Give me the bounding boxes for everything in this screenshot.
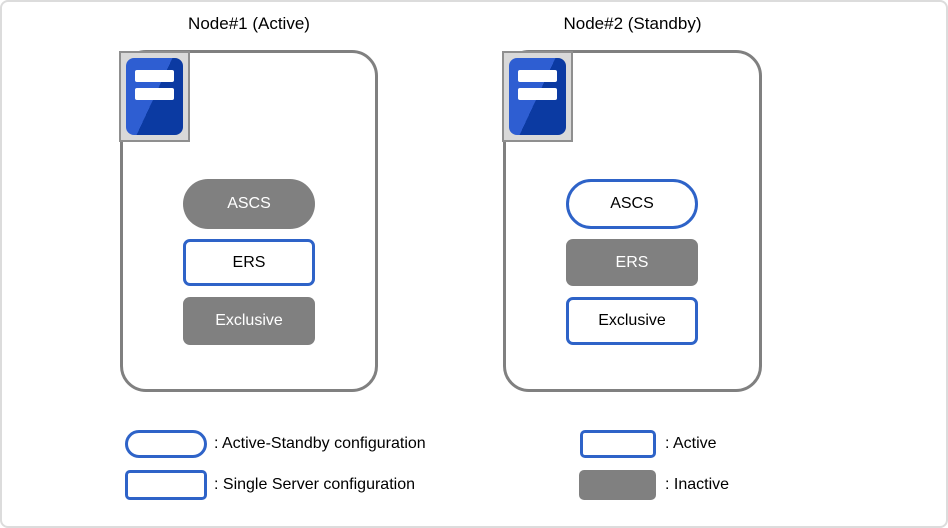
node2-component-exclusive: Exclusive — [566, 297, 698, 345]
legend-inactive-swatch — [579, 470, 656, 500]
legend-active-standby-shape — [125, 430, 207, 458]
server-slot-icon — [135, 70, 174, 82]
node1-component-ascs: ASCS — [183, 179, 315, 229]
node2-title: Node#2 (Standby) — [563, 14, 702, 33]
server-icon-body — [509, 58, 566, 135]
server-slot-icon — [518, 70, 557, 82]
server-icon-node1 — [119, 51, 190, 142]
node1-component-exclusive: Exclusive — [183, 297, 315, 345]
legend-active-label: : Active — [665, 435, 717, 452]
node1-title: Node#1 (Active) — [188, 14, 310, 33]
server-icon-node2 — [502, 51, 573, 142]
server-slot-icon — [135, 88, 174, 100]
node2-component-ers: ERS — [566, 239, 698, 286]
server-slot-icon — [518, 88, 557, 100]
legend-active-swatch — [580, 430, 656, 458]
node2-component-ascs: ASCS — [566, 179, 698, 229]
node1-component-ers: ERS — [183, 239, 315, 286]
legend-single-server-label: : Single Server configuration — [214, 476, 415, 493]
legend-active-standby-label: : Active-Standby configuration — [214, 435, 426, 452]
legend-single-server-shape — [125, 470, 207, 500]
server-icon-body — [126, 58, 183, 135]
legend-inactive-label: : Inactive — [665, 476, 730, 493]
